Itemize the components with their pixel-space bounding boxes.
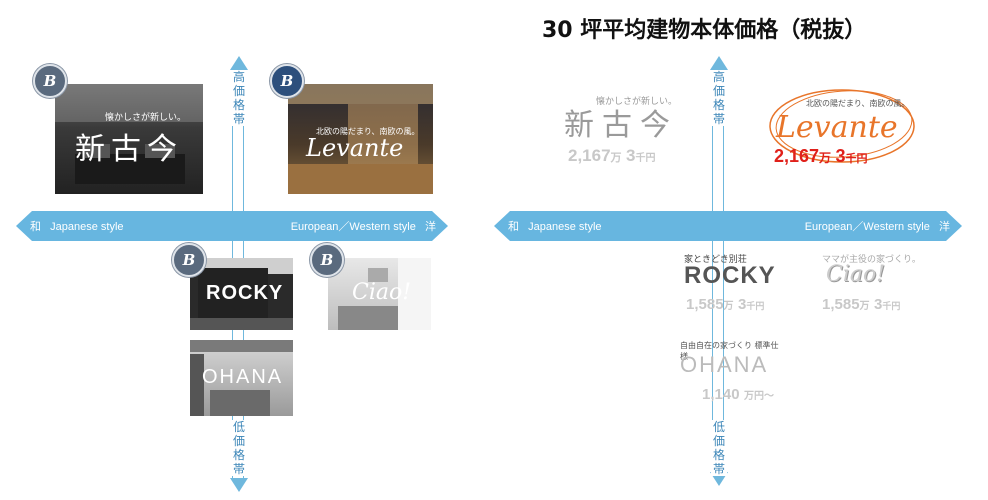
ohana-logo: OHANA — [202, 366, 284, 388]
house-image — [190, 258, 293, 330]
interior-image — [55, 84, 203, 184]
horizontal-axis-left: 和 Japanese style European／Western style … — [16, 211, 448, 241]
levante-logo: Levante — [776, 110, 898, 145]
rocky-photo[interactable]: ROCKY — [190, 258, 293, 330]
rocky-price: 1,585万 3千円 — [686, 296, 765, 313]
western-label: European／Western style 洋 — [804, 221, 950, 233]
deck-image — [288, 84, 433, 194]
scribble-circle-icon — [769, 89, 915, 163]
high-price-label: 高価格帯 — [711, 70, 727, 126]
axis-shaft — [712, 69, 724, 473]
rocky-logo: ROCKY — [206, 282, 284, 304]
ciao-photo[interactable]: Ciao! — [328, 258, 431, 330]
low-price-label: 低価格帯 — [231, 420, 247, 476]
levante-tagline: 北欧の陽だまり、南欧の風。 — [806, 99, 910, 108]
kitchen-image — [338, 258, 431, 330]
shinkokon-logo: 新古今 — [75, 132, 183, 167]
ciao-price: 1,585万 3千円 — [822, 296, 901, 313]
ciao-logo: Ciao! — [352, 280, 412, 305]
brand-badge-icon: B — [270, 64, 304, 98]
rocky-tagline: 家ときどき別荘 — [684, 255, 747, 265]
ohana-price: 1,140 万円～ — [702, 386, 774, 403]
shinkokon-logo: 新古今 — [564, 108, 678, 143]
arrow-right-icon — [946, 211, 962, 241]
ohana-photo[interactable]: OHANA — [190, 340, 293, 416]
arrow-up-icon — [230, 56, 248, 70]
levante-price: 2,167万 3千円 — [774, 146, 868, 166]
brand-badge-icon: B — [310, 243, 344, 277]
japanese-label: 和 Japanese style — [508, 221, 602, 233]
brand-badge-icon: B — [33, 64, 67, 98]
shinkokon-brand[interactable]: 懐かしさが新しい。 新古今 2,167万 3千円 — [560, 94, 690, 174]
shinkokon-photo[interactable]: 懐かしさが新しい。 新古今 — [55, 84, 203, 194]
low-price-label: 低価格帯 — [711, 420, 727, 476]
ciao-brand[interactable]: ママが主役の家づくり。 Ciao! 1,585万 3千円 — [818, 252, 928, 318]
arrow-left-icon — [494, 211, 510, 241]
levante-photo[interactable]: 北欧の陽だまり、南欧の風。 Levante — [288, 84, 433, 194]
ciao-tagline: ママが主役の家づくり。 — [822, 255, 921, 265]
western-label: European／Western style 洋 — [290, 221, 436, 233]
high-price-label: 高価格帯 — [231, 70, 247, 126]
ohana-logo: OHANA — [680, 352, 769, 377]
ohana-brand[interactable]: 自由自在の家づくり 標準仕様 OHANA 1,140 万円～ — [676, 340, 786, 416]
arrow-left-icon — [16, 211, 32, 241]
levante-tagline: 北欧の陽だまり、南欧の風。 — [316, 127, 420, 136]
arrow-up-icon — [710, 56, 728, 70]
shinkokon-price: 2,167万 3千円 — [568, 146, 656, 165]
page-title: 30 坪平均建物本体価格（税抜） — [542, 18, 867, 43]
arrow-down-icon — [230, 478, 248, 492]
levante-logo: Levante — [306, 134, 404, 162]
rocky-brand[interactable]: 家ときどき別荘 ROCKY 1,585万 3千円 — [680, 252, 780, 318]
shinkokon-tagline: 懐かしさが新しい。 — [105, 113, 187, 123]
living-image — [190, 340, 293, 416]
horizontal-axis-right: 和 Japanese style European／Western style … — [494, 211, 962, 241]
ciao-logo: Ciao! — [826, 262, 886, 287]
levante-brand[interactable]: 北欧の陽だまり、南欧の風。 Levante 2,167万 3千円 — [764, 78, 924, 178]
ohana-tagline: 自由自在の家づくり 標準仕様 — [680, 341, 779, 361]
arrow-right-icon — [432, 211, 448, 241]
brand-badge-icon: B — [172, 243, 206, 277]
japanese-label: 和 Japanese style — [30, 221, 124, 233]
shinkokon-tagline: 懐かしさが新しい。 — [596, 97, 678, 107]
rocky-logo: ROCKY — [684, 262, 776, 289]
